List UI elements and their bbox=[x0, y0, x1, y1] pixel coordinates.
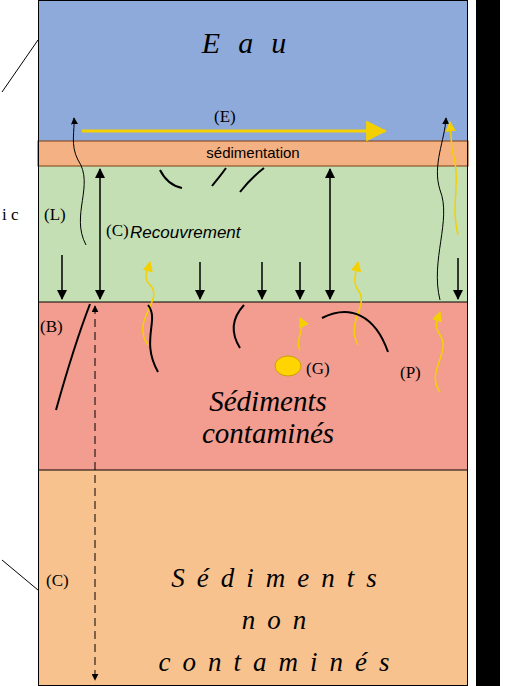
cap-fill bbox=[38, 166, 468, 302]
layer-label: Sédiments contaminés bbox=[183, 386, 353, 450]
clean-sediment-layer: Sédiments non contaminés bbox=[38, 470, 468, 686]
flux-arrow bbox=[298, 318, 301, 350]
water-fill bbox=[38, 0, 468, 141]
layer-label: sédimentation bbox=[38, 145, 468, 162]
burrow bbox=[240, 168, 264, 192]
flux-arrow bbox=[450, 122, 458, 235]
consolidation-arrow bbox=[261, 262, 263, 299]
flux-arrow bbox=[143, 262, 154, 345]
consolidation-arrow bbox=[199, 262, 201, 299]
contaminated-fill bbox=[38, 302, 468, 470]
callout-letter: (C) bbox=[46, 572, 69, 589]
column-border bbox=[39, 1, 468, 686]
cap-thickness-arrow bbox=[329, 169, 331, 299]
layer-label: Recouvrement bbox=[130, 224, 270, 243]
water-layer: Eau bbox=[38, 0, 468, 141]
sedimentation-fill bbox=[38, 141, 468, 166]
diffusion-arrow bbox=[95, 306, 96, 680]
clean-fill bbox=[38, 470, 468, 686]
layer-label: Eau bbox=[38, 26, 468, 59]
release-line bbox=[73, 118, 86, 245]
zoom-line bbox=[2, 40, 38, 92]
callout-letter: (P) bbox=[400, 364, 421, 381]
burrow bbox=[234, 305, 244, 348]
cap-layer: Recouvrement bbox=[38, 166, 468, 302]
callout-letter: (G) bbox=[306, 360, 330, 377]
consolidation-arrow bbox=[457, 258, 459, 299]
gas-bubble bbox=[275, 356, 301, 376]
cap-thickness-arrow bbox=[99, 169, 101, 299]
callout-letter: (E) bbox=[214, 108, 236, 125]
flux-arrow bbox=[354, 262, 361, 345]
consolidation-arrow bbox=[299, 262, 301, 299]
zoom-line bbox=[2, 560, 38, 590]
release-line bbox=[437, 118, 446, 300]
burrow bbox=[148, 305, 158, 372]
layer-boundary bbox=[38, 470, 468, 471]
flux-arrow bbox=[435, 312, 443, 392]
callout-letter: (C) bbox=[106, 222, 129, 239]
burrow bbox=[160, 170, 182, 188]
burrow bbox=[322, 312, 388, 352]
burrow bbox=[212, 168, 226, 186]
layer-boundary bbox=[38, 302, 468, 303]
contaminated-layer: Sédiments contaminés bbox=[38, 302, 468, 470]
cut-text: i c bbox=[2, 206, 19, 223]
callout-letter: (L) bbox=[44, 206, 66, 223]
sedimentation-band: sédimentation bbox=[38, 141, 468, 166]
layer-label: Sédiments non contaminés bbox=[130, 558, 430, 684]
consolidation-arrow bbox=[61, 255, 63, 299]
erosion-arrow bbox=[82, 130, 385, 133]
black-bar bbox=[476, 0, 500, 686]
callout-letter: (B) bbox=[40, 318, 63, 335]
